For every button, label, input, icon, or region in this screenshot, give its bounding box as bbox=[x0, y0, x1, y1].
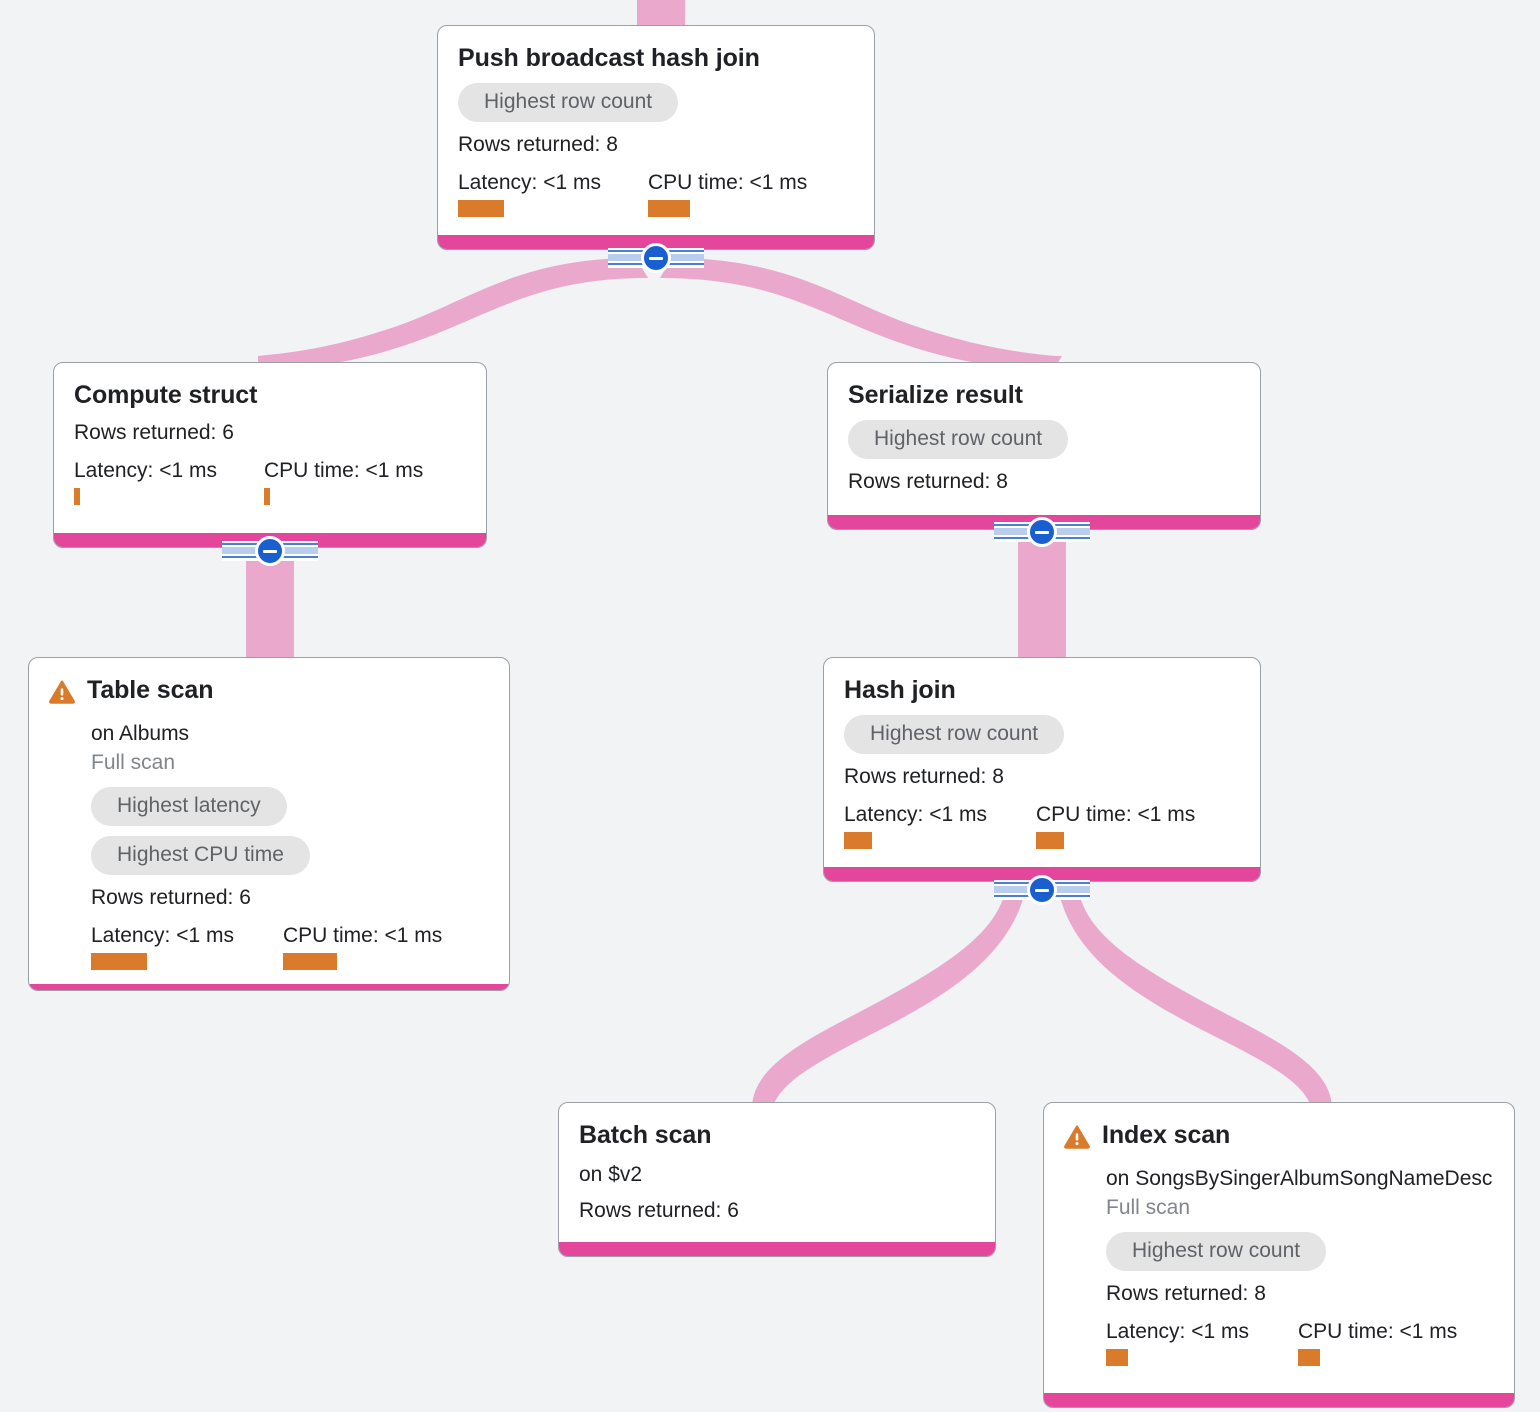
node-accent-bar bbox=[438, 235, 874, 249]
collapse-toggle-hash-join[interactable] bbox=[994, 875, 1090, 905]
metric-cpu-time-label: CPU time: <1 ms bbox=[264, 458, 424, 482]
minus-circle-icon bbox=[1027, 875, 1057, 905]
metric-latency: Latency: <1 ms bbox=[1106, 1320, 1298, 1366]
warning-triangle-icon bbox=[49, 680, 75, 709]
node-header: Index scan bbox=[1064, 1121, 1494, 1154]
metric-cpu-time-label: CPU time: <1 ms bbox=[1298, 1319, 1458, 1343]
minus-circle-icon bbox=[255, 536, 285, 566]
edge-compute-struct-to-table-scan bbox=[246, 548, 294, 664]
node-accent-bar bbox=[824, 867, 1260, 881]
metrics-row: Latency: <1 ms CPU time: <1 ms bbox=[91, 924, 489, 970]
minus-circle-icon bbox=[641, 243, 671, 273]
node-subtitle: on SongsBySingerAlbumSongNameDesc bbox=[1106, 1167, 1493, 1190]
rows-returned: Rows returned: 8 bbox=[1106, 1281, 1266, 1305]
metric-latency: Latency: <1 ms bbox=[458, 171, 648, 217]
edge-root-to-compute-struct bbox=[258, 258, 648, 372]
plan-node-hash-join[interactable]: Hash join Highest row count Rows returne… bbox=[823, 657, 1261, 882]
node-scan-type: Full scan bbox=[91, 751, 176, 775]
plan-node-table-scan[interactable]: Table scan on Albums Full scan Highest l… bbox=[28, 657, 510, 991]
metric-latency-label: Latency: <1 ms bbox=[74, 458, 217, 482]
metric-cpu-time-bar bbox=[283, 952, 337, 970]
metric-latency-bar bbox=[91, 952, 147, 970]
node-body: Table scan on Albums Full scan Highest l… bbox=[29, 658, 509, 984]
node-body: Serialize result Highest row count Rows … bbox=[828, 363, 1260, 515]
metric-latency-bar bbox=[458, 199, 504, 217]
metric-latency-label: Latency: <1 ms bbox=[458, 170, 601, 194]
node-body: Compute struct Rows returned: 6 Latency:… bbox=[54, 363, 486, 533]
metric-cpu-time-bar bbox=[1298, 1348, 1320, 1366]
metrics-row: Latency: <1 ms CPU time: <1 ms bbox=[844, 803, 1240, 849]
node-body: Push broadcast hash join Highest row cou… bbox=[438, 26, 874, 235]
badge-highest-cpu-time: Highest CPU time bbox=[91, 835, 310, 875]
rows-returned: Rows returned: 6 bbox=[74, 420, 234, 444]
metric-latency: Latency: <1 ms bbox=[91, 924, 283, 970]
node-title: Compute struct bbox=[74, 381, 258, 409]
node-subtitle: on Albums bbox=[91, 722, 190, 745]
collapse-toggle-compute-struct[interactable] bbox=[222, 536, 318, 566]
metric-cpu-time: CPU time: <1 ms bbox=[1298, 1320, 1457, 1366]
edge-root-to-serialize-result bbox=[660, 258, 1056, 372]
node-accent-bar bbox=[559, 1242, 995, 1256]
rows-returned: Rows returned: 8 bbox=[848, 469, 1008, 493]
metrics-row: Latency: <1 ms CPU time: <1 ms bbox=[74, 459, 466, 505]
rows-returned: Rows returned: 6 bbox=[91, 885, 251, 909]
warning-triangle-icon bbox=[1064, 1125, 1090, 1154]
metric-cpu-time-label: CPU time: <1 ms bbox=[648, 170, 808, 194]
metric-cpu-time-bar bbox=[1036, 831, 1064, 849]
metric-cpu-time-label: CPU time: <1 ms bbox=[283, 923, 443, 947]
metric-cpu-time-bar bbox=[264, 487, 270, 505]
rows-returned: Rows returned: 8 bbox=[458, 132, 618, 156]
badge-highest-row-count: Highest row count bbox=[848, 419, 1069, 459]
node-title: Hash join bbox=[844, 676, 956, 704]
metric-latency-label: Latency: <1 ms bbox=[91, 923, 234, 947]
node-title: Table scan bbox=[87, 676, 214, 704]
edge-hash-join-to-index-scan bbox=[1058, 888, 1332, 1110]
badge-highest-latency: Highest latency bbox=[91, 786, 287, 826]
edge-serialize-result-to-hash-join bbox=[1018, 530, 1066, 664]
node-scan-type: Full scan bbox=[1106, 1196, 1191, 1220]
rows-returned: Rows returned: 8 bbox=[844, 764, 1004, 788]
node-header: Push broadcast hash join Highest row cou… bbox=[458, 44, 854, 217]
node-subtitle: on $v2 bbox=[579, 1162, 643, 1186]
metric-latency-label: Latency: <1 ms bbox=[844, 802, 987, 826]
node-title: Index scan bbox=[1102, 1121, 1231, 1149]
badge-highest-row-count: Highest row count bbox=[458, 82, 679, 122]
metric-latency: Latency: <1 ms bbox=[844, 803, 1036, 849]
plan-node-push-broadcast-hash-join[interactable]: Push broadcast hash join Highest row cou… bbox=[437, 25, 875, 250]
collapse-toggle-serialize-result[interactable] bbox=[994, 517, 1090, 547]
node-title: Serialize result bbox=[848, 381, 1023, 409]
metric-cpu-time-bar bbox=[648, 199, 690, 217]
badge-highest-row-count: Highest row count bbox=[844, 714, 1065, 754]
node-header: Table scan bbox=[49, 676, 489, 709]
collapse-toggle-push-broadcast-hash-join[interactable] bbox=[608, 243, 704, 273]
metric-cpu-time: CPU time: <1 ms bbox=[283, 924, 442, 970]
node-body: Index scan on SongsBySingerAlbumSongName… bbox=[1044, 1103, 1514, 1393]
plan-node-serialize-result[interactable]: Serialize result Highest row count Rows … bbox=[827, 362, 1261, 530]
plan-node-index-scan[interactable]: Index scan on SongsBySingerAlbumSongName… bbox=[1043, 1102, 1515, 1408]
metric-cpu-time-label: CPU time: <1 ms bbox=[1036, 802, 1196, 826]
plan-node-batch-scan[interactable]: Batch scan on $v2 Rows returned: 6 bbox=[558, 1102, 996, 1257]
metric-latency-bar bbox=[844, 831, 872, 849]
metrics-row: Latency: <1 ms CPU time: <1 ms bbox=[458, 171, 807, 217]
metric-cpu-time: CPU time: <1 ms bbox=[648, 171, 807, 217]
metric-latency-label: Latency: <1 ms bbox=[1106, 1319, 1249, 1343]
metric-cpu-time: CPU time: <1 ms bbox=[264, 459, 423, 505]
badge-highest-row-count: Highest row count bbox=[1106, 1231, 1327, 1271]
metric-latency-bar bbox=[1106, 1348, 1128, 1366]
node-accent-bar bbox=[1044, 1393, 1514, 1407]
edge-hash-join-to-batch-scan bbox=[752, 888, 1026, 1110]
metrics-row: Latency: <1 ms CPU time: <1 ms bbox=[1106, 1320, 1494, 1366]
minus-circle-icon bbox=[1027, 517, 1057, 547]
metric-latency: Latency: <1 ms bbox=[74, 459, 264, 505]
node-accent-bar bbox=[29, 983, 509, 990]
node-body: Batch scan on $v2 Rows returned: 6 bbox=[559, 1103, 995, 1242]
metric-cpu-time: CPU time: <1 ms bbox=[1036, 803, 1195, 849]
node-title: Batch scan bbox=[579, 1121, 712, 1149]
rows-returned: Rows returned: 6 bbox=[579, 1199, 739, 1222]
node-body: Hash join Highest row count Rows returne… bbox=[824, 658, 1260, 867]
plan-node-compute-struct[interactable]: Compute struct Rows returned: 6 Latency:… bbox=[53, 362, 487, 548]
metric-latency-bar bbox=[74, 487, 80, 505]
node-title: Push broadcast hash join bbox=[458, 44, 760, 72]
